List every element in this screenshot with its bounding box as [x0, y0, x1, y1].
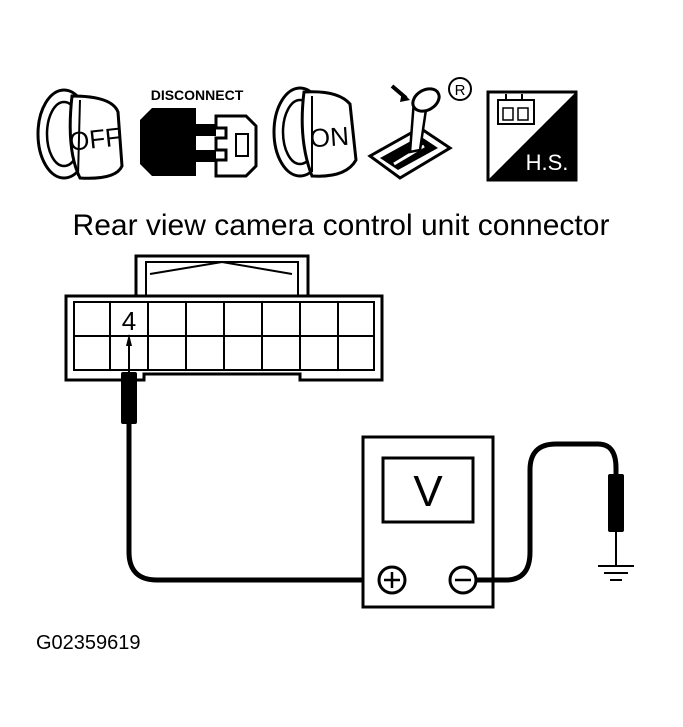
positive-terminal: [377, 565, 407, 595]
ignition-off-label: OFF: [68, 121, 123, 156]
negative-probe: [476, 441, 624, 583]
ground-icon: [598, 556, 634, 581]
disconnect-label: DISCONNECT: [151, 87, 244, 103]
harness-side-label: H.S.: [526, 150, 569, 175]
voltmeter-display: V: [413, 467, 443, 516]
voltmeter: V: [361, 435, 495, 609]
connector: 4: [64, 254, 384, 382]
positive-probe: [121, 334, 378, 583]
negative-terminal: [448, 565, 478, 595]
harness-side-icon: H.S.: [486, 90, 578, 182]
registered-mark: R: [455, 82, 466, 99]
ignition-off-icon: OFF: [36, 88, 124, 180]
ignition-on-icon: ON: [272, 86, 358, 178]
pin-4-label: 4: [122, 306, 136, 336]
ignition-on-label: ON: [309, 121, 350, 154]
figure-code: G02359619: [36, 632, 141, 654]
diagram-title: Rear view camera control unit connector: [73, 209, 610, 242]
selector-lever-icon: R: [367, 77, 472, 180]
disconnect-icon: DISCONNECT: [140, 87, 258, 178]
